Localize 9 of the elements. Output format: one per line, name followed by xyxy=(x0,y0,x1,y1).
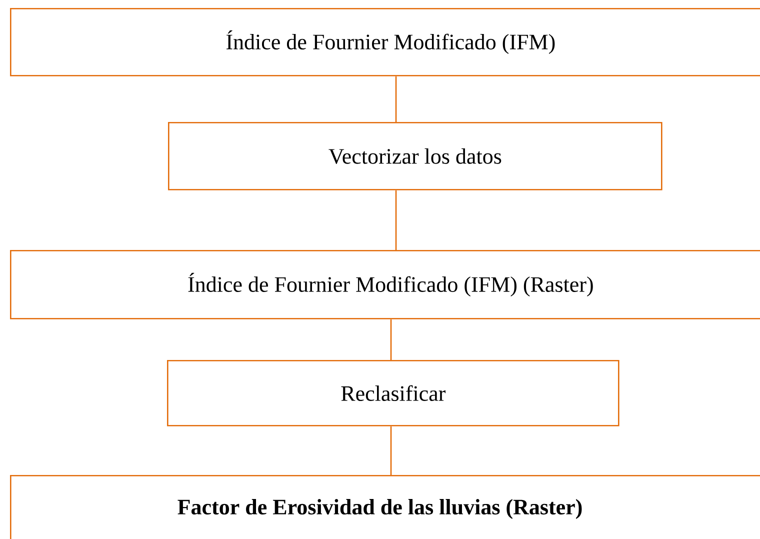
connector-line xyxy=(390,319,392,360)
process-box: Reclasificar xyxy=(167,360,620,426)
process-box: Vectorizar los datos xyxy=(168,122,662,190)
connector-line xyxy=(395,76,397,122)
process-box: Factor de Erosividad de las lluvias (Raster) xyxy=(10,475,760,539)
process-box: Índice de Fournier Modificado (IFM) xyxy=(10,8,760,76)
process-box: Índice de Fournier Modificado (IFM) (Raster) xyxy=(10,250,760,320)
connector-line xyxy=(395,190,397,250)
connector-line xyxy=(390,426,392,475)
